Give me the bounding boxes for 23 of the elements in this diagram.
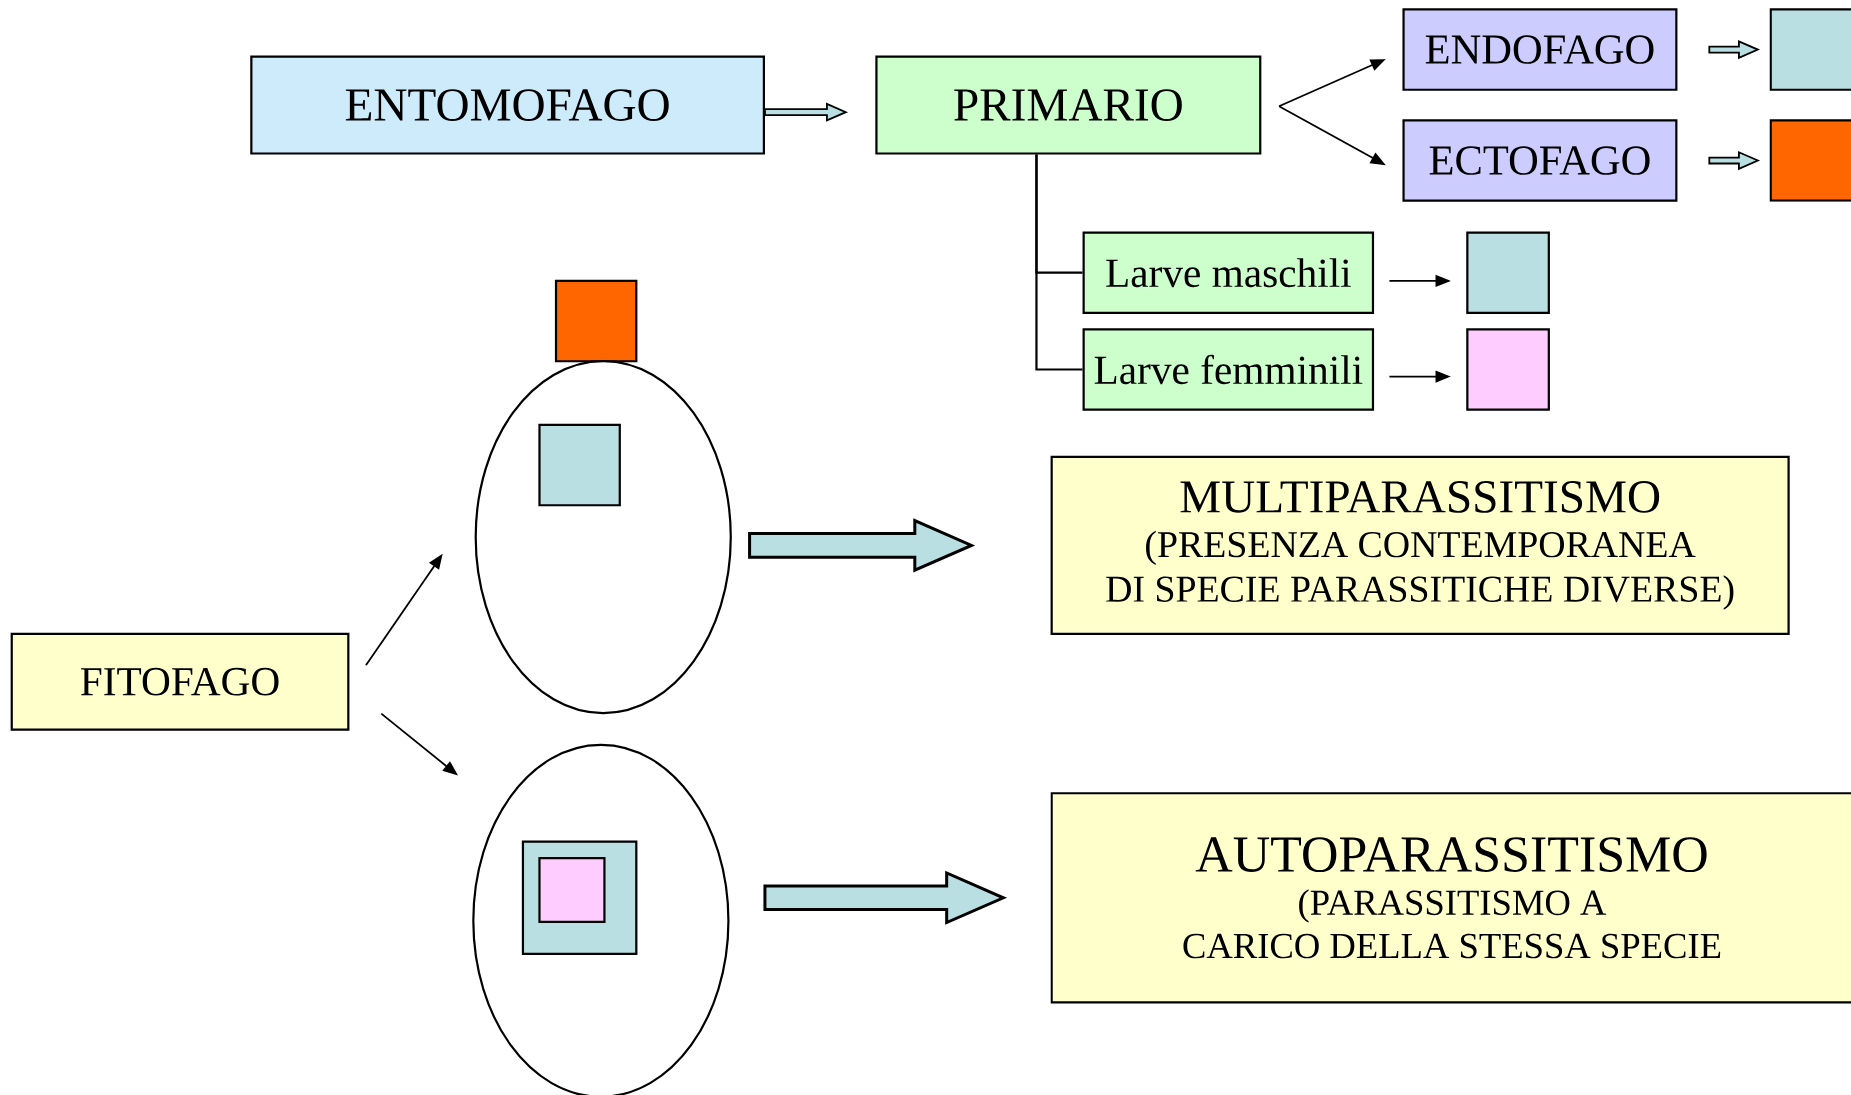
- square: [1466, 231, 1550, 314]
- text-box: Larve maschili: [1082, 231, 1375, 314]
- square: [554, 279, 638, 363]
- square: [1466, 328, 1550, 411]
- block-arrow: [748, 518, 976, 573]
- block-arrow: [764, 102, 849, 122]
- connector-line: [1035, 154, 1083, 371]
- block-arrow: [1708, 39, 1761, 60]
- block-arrow: [763, 870, 1008, 925]
- text-box: AUTOPARASSITISMO (PARASSITISMO A CARICO DELLA STESSA SPECIE: [1050, 792, 1851, 1004]
- block-arrow: [1708, 150, 1761, 171]
- text-box: Larve femminili: [1082, 328, 1375, 411]
- square: [1769, 119, 1851, 202]
- square: [1769, 8, 1851, 91]
- text-box: MULTIPARASSITISMO (PRESENZA CONTEMPORANEA DI SPECIE PARASSITICHE DIVERSE): [1050, 455, 1790, 636]
- square: [538, 857, 606, 924]
- text-box: FITOFAGO: [10, 632, 350, 731]
- text-box: ENDOFAGO: [1402, 8, 1678, 91]
- text-box: ECTOFAGO: [1402, 119, 1678, 202]
- square: [538, 423, 621, 507]
- text-box: PRIMARIO: [875, 55, 1262, 155]
- oval: [474, 360, 732, 715]
- text-box: ENTOMOFAGO: [250, 55, 765, 155]
